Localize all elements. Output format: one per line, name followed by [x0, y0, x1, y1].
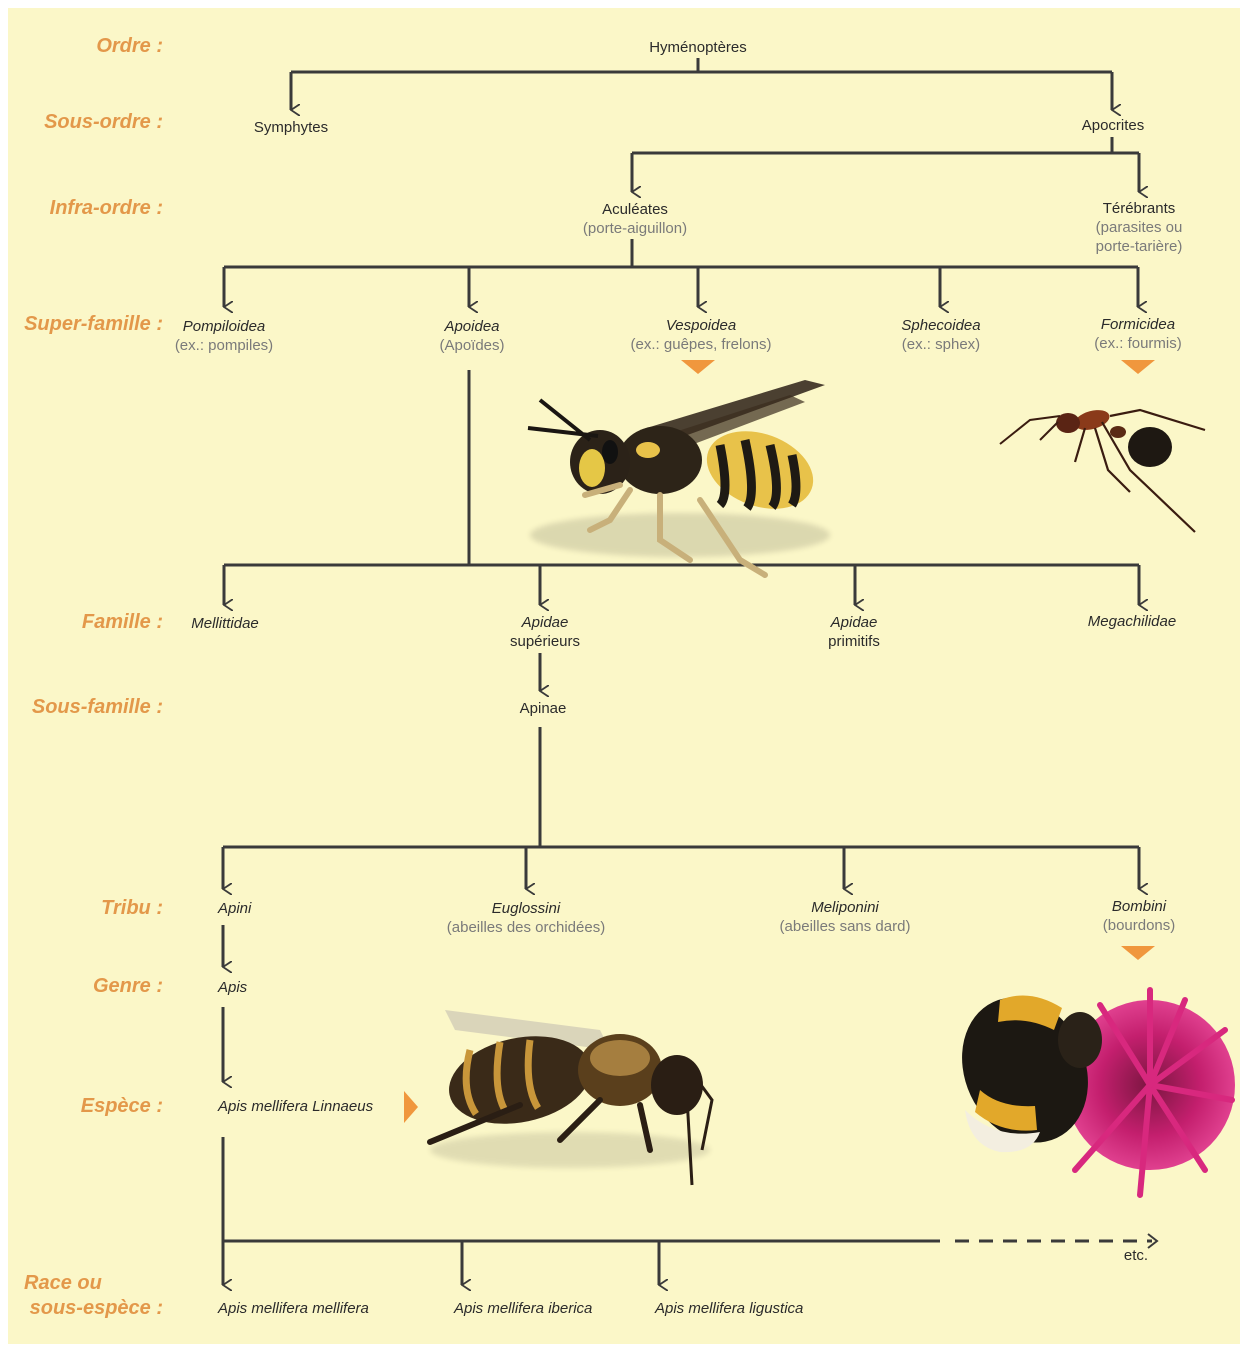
rank-sous-ordre: Sous-ordre :	[8, 110, 163, 134]
node-symphytes: Symphytes	[254, 118, 328, 137]
rank-genre: Genre :	[8, 974, 163, 998]
node-apini: Apini	[218, 899, 251, 918]
vespoidea-pointer-icon	[681, 360, 715, 374]
node-etc: etc.	[1124, 1246, 1148, 1265]
rank-espece: Espèce :	[8, 1094, 163, 1118]
node-ssp-ligustica: Apis mellifera ligustica	[655, 1299, 803, 1318]
node-apis: Apis	[218, 978, 247, 997]
honeybee-image	[430, 1010, 712, 1185]
bumblebee-image	[939, 977, 1235, 1195]
wasp-image	[528, 380, 830, 575]
node-formicidea: Formicidea (ex.: fourmis)	[1094, 315, 1182, 353]
rank-race-line1: Race ou	[24, 1272, 102, 1294]
rank-infra-ordre: Infra-ordre :	[8, 196, 163, 220]
node-euglossini: Euglossini (abeilles des orchidées)	[447, 899, 605, 937]
node-mellittidae: Mellittidae	[191, 614, 259, 633]
rank-race: Race ou	[24, 1271, 179, 1295]
node-ssp-mellifera: Apis mellifera mellifera	[218, 1299, 369, 1318]
ant-image	[1000, 407, 1205, 532]
node-apoidea: Apoidea (Apoïdes)	[439, 317, 504, 355]
bombini-pointer-icon	[1121, 946, 1155, 960]
node-apinae: Apinae	[520, 699, 567, 718]
rank-ordre: Ordre :	[8, 34, 163, 58]
node-hymenopteres: Hyménoptères	[649, 38, 747, 57]
rank-famille: Famille :	[8, 610, 163, 634]
node-ssp-iberica: Apis mellifera iberica	[454, 1299, 592, 1318]
node-aculeates: Aculéates (porte-aiguillon)	[583, 200, 687, 238]
formicidea-pointer-icon	[1121, 360, 1155, 374]
node-apis-mellifera: Apis mellifera Linnaeus	[218, 1097, 373, 1116]
rank-super-famille: Super-famille :	[8, 312, 163, 336]
node-apidae-primitifs: Apidae primitifs	[828, 613, 880, 651]
node-apidae-superieurs: Apidae supérieurs	[510, 613, 580, 651]
apis-mellifera-pointer-icon	[404, 1091, 418, 1123]
rank-sous-espece: sous-espèce :	[8, 1296, 163, 1320]
node-apocrites: Apocrites	[1082, 116, 1145, 135]
node-vespoidea: Vespoidea (ex.: guêpes, frelons)	[631, 316, 772, 354]
node-meliponini: Meliponini (abeilles sans dard)	[780, 898, 911, 936]
node-terebrants: Térébrants (parasites ou porte-tarière)	[1096, 199, 1183, 256]
rank-tribu: Tribu :	[8, 896, 163, 920]
node-sphecoidea: Sphecoidea (ex.: sphex)	[901, 316, 980, 354]
node-megachilidae: Megachilidae	[1088, 612, 1176, 631]
taxonomy-page: Ordre : Sous-ordre : Infra-ordre : Super…	[8, 8, 1240, 1344]
node-pompiloidea: Pompiloidea (ex.: pompiles)	[175, 317, 273, 355]
rank-sous-famille: Sous-famille :	[8, 695, 163, 719]
node-bombini: Bombini (bourdons)	[1103, 897, 1176, 935]
